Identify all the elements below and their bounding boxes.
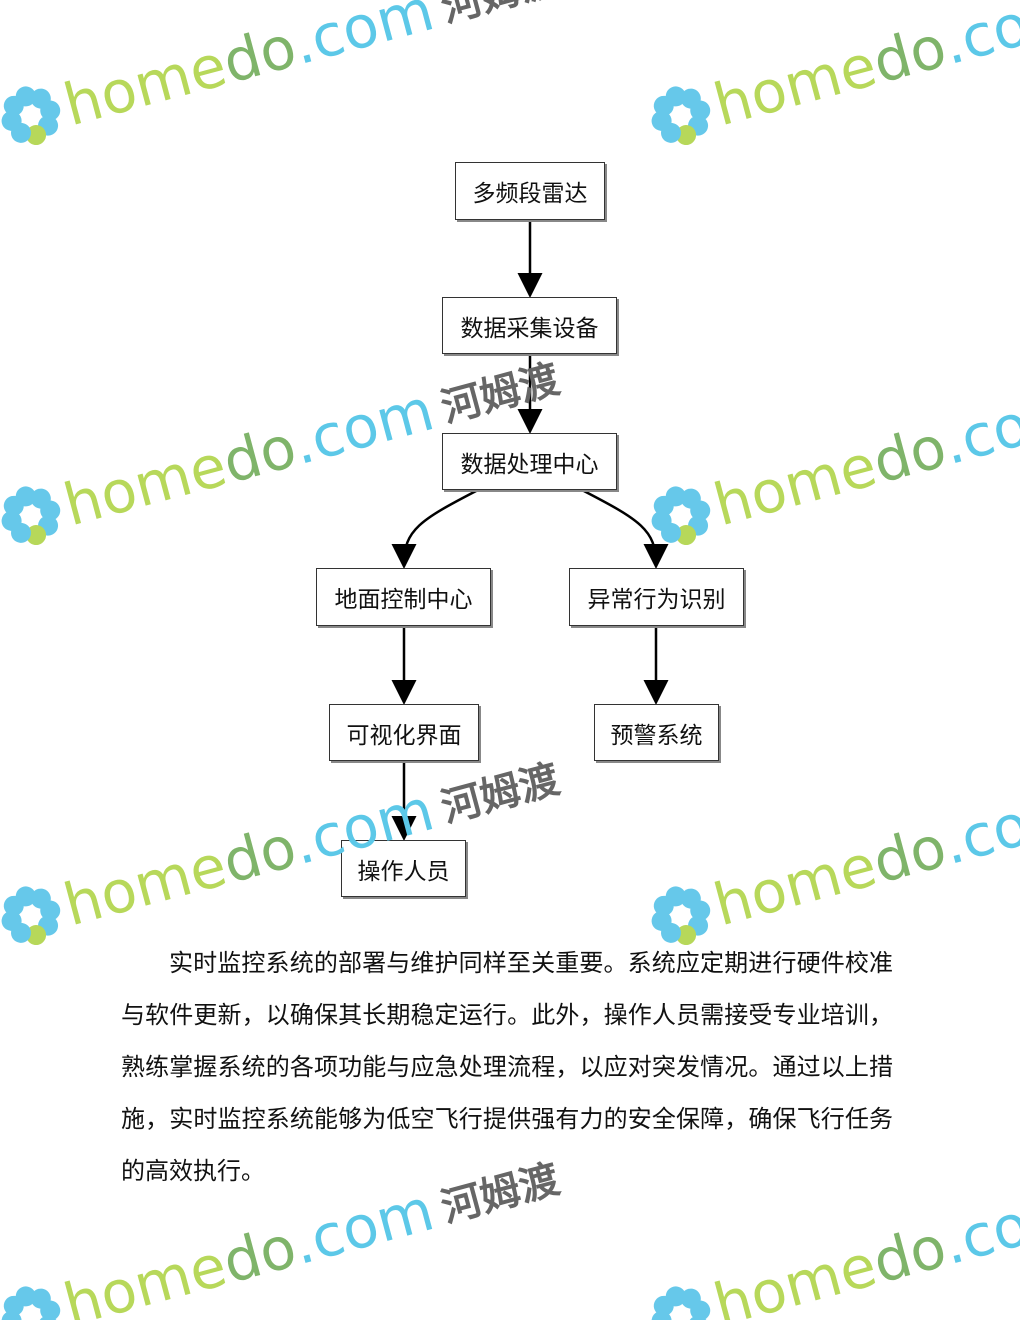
node-data-collection: 数据采集设备 (442, 297, 617, 354)
node-data-processing: 数据处理中心 (442, 433, 617, 490)
node-warning-system: 预警系统 (594, 704, 719, 761)
node-visual-interface: 可视化界面 (329, 704, 479, 761)
arrow-process-to-anomaly (581, 488, 669, 569)
node-operator: 操作人员 (341, 840, 466, 897)
node-multiband-radar: 多频段雷达 (455, 162, 605, 220)
node-anomaly-detection: 异常行为识别 (569, 568, 744, 626)
arrow-process-to-ground (391, 488, 479, 569)
node-ground-control: 地面控制中心 (316, 568, 491, 626)
body-paragraph: 实时监控系统的部署与维护同样至关重要。系统应定期进行硬件校准与软件更新，以确保其… (121, 949, 893, 1185)
